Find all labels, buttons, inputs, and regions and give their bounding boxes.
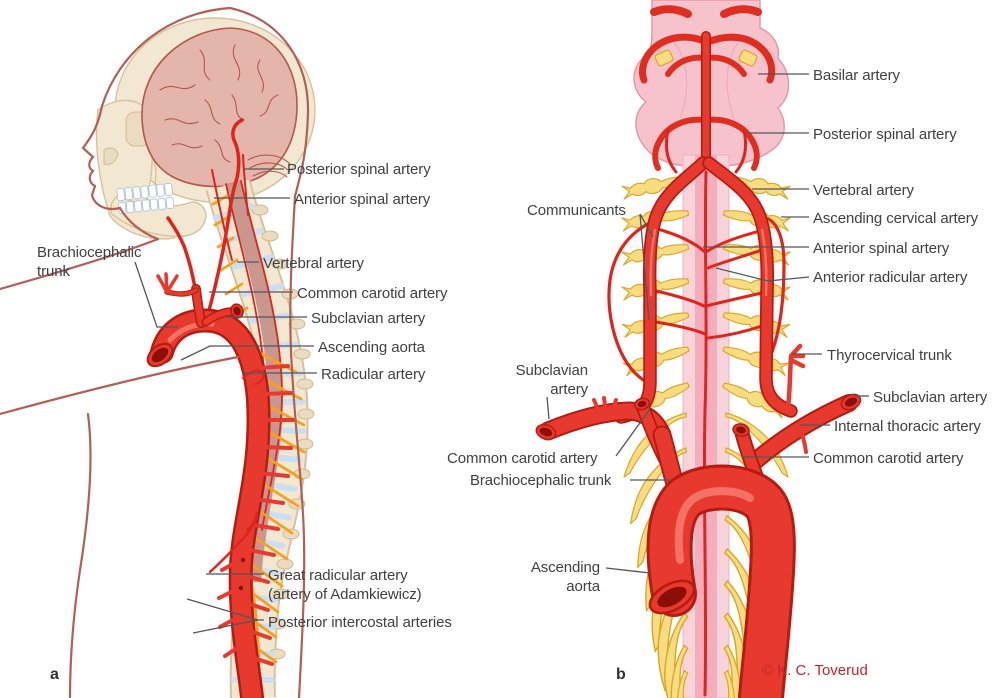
label-common-carotid-artery-left-b: Common carotid artery bbox=[447, 450, 598, 467]
label-communicants-b: Communicants bbox=[527, 202, 626, 219]
brain bbox=[141, 27, 298, 188]
label-great-radicular-artery-a: Great radicular artery (artery of Adamki… bbox=[268, 567, 422, 603]
anterior-spinal-artery bbox=[702, 170, 708, 697]
label-anterior-radicular-artery-b: Anterior radicular artery bbox=[813, 269, 968, 286]
panel-a-illustration bbox=[0, 6, 316, 698]
body-outline bbox=[0, 6, 310, 698]
label-posterior-spinal-artery-b: Posterior spinal artery bbox=[813, 126, 957, 143]
panel-letter-a: a bbox=[50, 666, 59, 683]
label-common-carotid-artery-a: Common carotid artery bbox=[297, 285, 448, 302]
cranial-nerve-stump bbox=[738, 49, 758, 67]
label-internal-thoracic-artery-b: Internal thoracic artery bbox=[834, 418, 981, 435]
panel-b-illustration bbox=[535, 0, 862, 698]
label-subclavian-artery-a: Subclavian artery bbox=[311, 310, 426, 327]
label-posterior-spinal-artery-a: Posterior spinal artery bbox=[287, 161, 431, 178]
label-brachiocephalic-trunk-b: Brachiocephalic trunk bbox=[470, 472, 612, 489]
copyright-credit: © K. C. Toverud bbox=[762, 662, 868, 679]
panel-letter-b: b bbox=[616, 666, 626, 683]
label-anterior-spinal-artery-a: Anterior spinal artery bbox=[294, 191, 431, 208]
intercostal-arteries bbox=[217, 364, 295, 666]
arch-branch-twigs bbox=[156, 272, 199, 297]
label-basilar-artery-b: Basilar artery bbox=[813, 67, 900, 84]
vertebrobasilar-arteries bbox=[638, 5, 776, 174]
aortic-arch bbox=[645, 487, 773, 697]
teeth bbox=[116, 182, 175, 214]
great-vessels bbox=[535, 343, 862, 491]
leader-lines-panel-a bbox=[134, 168, 317, 634]
label-ascending-aorta-b: Ascending aorta bbox=[530, 559, 600, 595]
label-posterior-intercostal-arteries-a: Posterior intercostal arteries bbox=[268, 614, 452, 631]
label-subclavian-artery-left-b: Subclavian artery bbox=[515, 362, 588, 398]
label-anterior-spinal-artery-b: Anterior spinal artery bbox=[813, 240, 950, 257]
label-vertebral-artery-a: Vertebral artery bbox=[263, 255, 364, 272]
label-subclavian-artery-right-b: Subclavian artery bbox=[873, 389, 988, 406]
label-radicular-artery-a: Radicular artery bbox=[321, 366, 426, 383]
label-ascending-cervical-artery-b: Ascending cervical artery bbox=[813, 210, 979, 227]
cranial-nerve-stump bbox=[654, 49, 674, 67]
aorta bbox=[146, 272, 258, 697]
label-ascending-aorta-a: Ascending aorta bbox=[318, 339, 425, 356]
label-common-carotid-artery-right-b: Common carotid artery bbox=[813, 450, 964, 467]
label-brachiocephalic-trunk-a: Brachiocephalic trunk bbox=[37, 244, 142, 280]
vertebral-arteries bbox=[621, 163, 791, 417]
leader-lines-panel-b bbox=[546, 73, 869, 574]
label-thyrocervical-trunk-b: Thyrocervical trunk bbox=[827, 347, 952, 364]
label-vertebral-artery-b: Vertebral artery bbox=[813, 182, 914, 199]
